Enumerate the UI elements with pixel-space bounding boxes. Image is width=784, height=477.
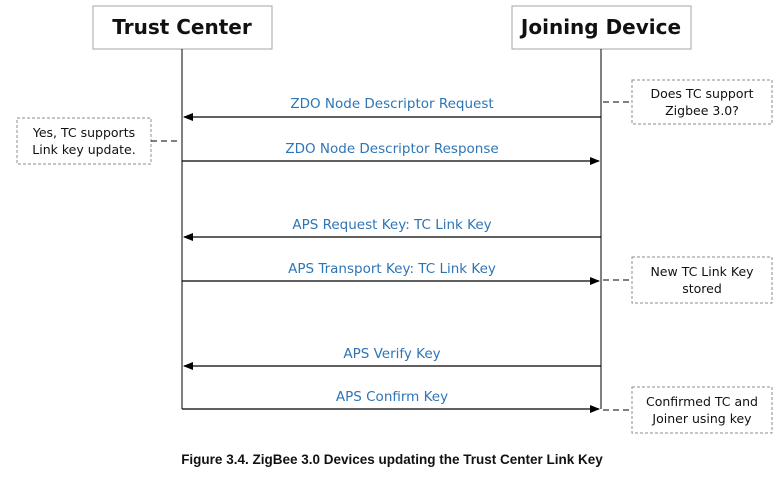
participant-trust-center: Trust Center [92,5,273,50]
note-line: New TC Link Key [650,264,754,279]
message-aps-verify-key: APS Verify Key [183,346,601,370]
message-label: APS Request Key: TC Link Key [292,217,491,233]
participant-joining-device-label: Joining Device [519,15,681,39]
message-label: APS Verify Key [343,346,440,362]
message-aps-transport-key: APS Transport Key: TC Link Key [182,261,600,285]
note-line: Confirmed TC and [646,394,758,409]
figure-caption: Figure 3.4. ZigBee 3.0 Devices updating … [181,452,603,467]
note-tc-supports-update: Yes, TC supports Link key update. [16,117,180,165]
note-line: stored [682,281,722,296]
participant-joining-device: Joining Device [511,5,692,50]
note-tc-support-question: Does TC support Zigbee 3.0? [603,79,773,125]
note-line: Yes, TC supports [32,125,135,140]
message-label: ZDO Node Descriptor Request [290,96,493,112]
message-label: APS Confirm Key [336,389,448,405]
participant-trust-center-label: Trust Center [112,15,252,39]
note-line: Joiner using key [651,411,752,426]
note-line: Link key update. [32,142,135,157]
note-confirmed: Confirmed TC and Joiner using key [603,386,773,434]
note-line: Zigbee 3.0? [665,103,739,118]
message-zdo-node-descriptor-response: ZDO Node Descriptor Response [182,141,600,165]
message-aps-request-key: APS Request Key: TC Link Key [183,217,601,241]
message-zdo-node-descriptor-request: ZDO Node Descriptor Request [183,96,601,121]
message-label: ZDO Node Descriptor Response [285,141,498,157]
sequence-diagram: Trust Center Joining Device ZDO Node Des… [16,5,773,434]
message-label: APS Transport Key: TC Link Key [288,261,496,277]
note-key-stored: New TC Link Key stored [603,256,773,304]
note-line: Does TC support [650,86,753,101]
message-aps-confirm-key: APS Confirm Key [182,389,600,413]
